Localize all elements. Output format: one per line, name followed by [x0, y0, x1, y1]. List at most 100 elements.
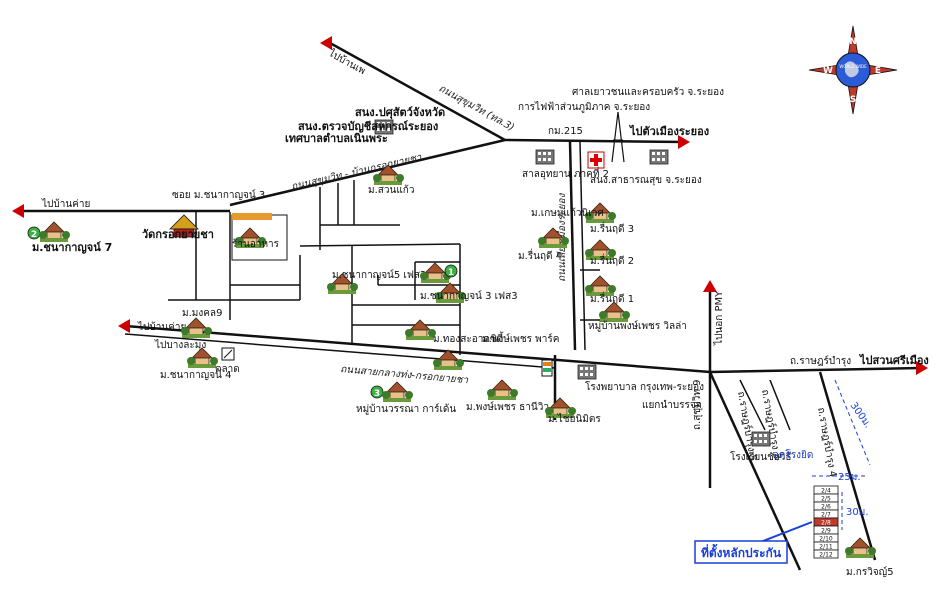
road-label-raksut: ถ.ราษฎร์บำรุง 4 — [815, 406, 839, 478]
lot-label: 2/7 — [821, 512, 831, 519]
place-kanjana5: ม.กรวิจญ์5 — [846, 566, 894, 578]
building-icon — [535, 149, 555, 165]
lot-label: 2/9 — [821, 528, 831, 535]
marker-2: 2 — [27, 226, 41, 240]
place-school: ร้านอาหาร — [232, 238, 280, 250]
arrow-to-bang-rayong — [118, 319, 130, 333]
dim-30m: 30ม. — [846, 507, 869, 518]
svg-text:2: 2 — [31, 230, 37, 240]
temple-icon — [169, 214, 199, 238]
red-cross-icon — [587, 151, 605, 169]
house-icon — [844, 537, 877, 559]
road-rab-diagonal — [708, 371, 802, 571]
marker-1: 1 — [444, 264, 458, 278]
dim-25m: 25ม. — [838, 472, 861, 483]
building-icon — [649, 149, 669, 165]
compass-n-label: N — [849, 37, 857, 47]
place-km215: กม.215 — [548, 126, 583, 137]
arrow-to-ban-phe — [320, 36, 332, 50]
arrow-to-ban-kai — [12, 204, 24, 218]
location-label: ที่ตั้งหลักประกัน — [701, 543, 782, 560]
place-intersection: แยกนำบรรจุก — [642, 400, 702, 411]
lot-grid: 2/42/52/62/72/82/92/102/112/12 — [813, 485, 839, 559]
house-icon — [486, 379, 519, 401]
place-provincial-office: สนง.ปศุสัตว์จังหวัด — [355, 106, 445, 120]
dir-suan-sri: ไปสวนศรีเมือง — [858, 353, 929, 367]
road-to-mueang — [504, 138, 686, 144]
place-school-chaiwithi: โรงเรียนชัยวิธี — [730, 450, 791, 463]
compass-w-label: W — [823, 66, 833, 76]
road-sukhumvit-krok — [229, 138, 506, 207]
house-icon — [38, 221, 71, 243]
place-phongphet-thani: ม.พงษ์เพชร ธานีวิว — [466, 401, 549, 413]
place-wat: วัดกรอกยายชา — [142, 228, 214, 241]
transmission-tower-icon — [611, 111, 625, 163]
seven-eleven-icon — [541, 359, 553, 377]
lot-label: 2/5 — [821, 496, 831, 503]
place-village-muang: หมู่บ้านวรรณา การ์เด้น — [356, 403, 456, 415]
market-icon — [221, 347, 235, 361]
place-hospital: โรงพยาบาล กรุงเทพ-ระยอง — [585, 380, 704, 393]
place-electricity: การไฟฟ้าส่วนภูมิภาค จ.ระยอง — [518, 101, 650, 113]
place-market: ตลาด — [215, 364, 240, 375]
road-sukhumvit-diagonal — [329, 41, 506, 142]
road-label-ramburapa: ถ.ราษฎร์บำรุง — [790, 355, 851, 367]
arrow-to-mueang — [678, 135, 690, 149]
compass-s-label: S — [850, 95, 856, 105]
road-central-vertical — [568, 141, 577, 351]
marker-3: 3 — [370, 385, 384, 399]
lot-label: 2/4 — [821, 488, 831, 495]
lot-label: 2/12 — [819, 552, 833, 559]
house-icon — [186, 347, 219, 369]
place-chanya4: ม.ชนากาญจน์ 4 — [160, 369, 231, 381]
place-chanya3-phase3: ม.ชนากาญจน์ 3 เฟส3 — [420, 290, 518, 302]
place-chanya7: ม.ชนากาญจน์ 7 — [32, 241, 112, 254]
place-tesco: สาลอุทยาน ภาคที่ 2 — [522, 166, 609, 180]
dir-ban-kai: ไปบ้านค่าย — [137, 321, 186, 333]
hospital-building-icon — [577, 364, 597, 380]
arrow-to-suan-sri — [916, 361, 928, 375]
arrow-to-pmy — [703, 280, 717, 292]
place-pik-point: จุดโรงยิด — [773, 448, 813, 461]
house-icon — [404, 319, 437, 341]
place-chai-nimit: ม.ไชยนิมิตร — [548, 413, 601, 425]
dir-pmy: ไปนอก PMY — [713, 290, 725, 346]
road-label-sukhumvit-side: ถ.สุขุมวิท 9 — [692, 379, 703, 430]
place-family-court: ศาลเยาวชนและครอบครัว จ.ระยอง — [572, 87, 724, 98]
house-icon — [598, 301, 631, 323]
place-insurance: สนง.สาธารณสุข จ.ระยอง — [590, 175, 702, 186]
house-icon — [381, 381, 414, 403]
globe-label: WORLD WIDE — [839, 64, 867, 69]
place-ruenpha1: ม.รื่นฤดี 1 — [590, 291, 634, 305]
dir-mueang: ไปตัวเมืองระยอง — [628, 124, 709, 138]
compass-e-label: E — [875, 66, 881, 76]
lot-label: 2/8 — [821, 520, 831, 527]
road-ramburapa — [709, 366, 921, 374]
place-ruenpha3: ม.รื่นฤดี 3 — [590, 221, 634, 235]
place-soi-chanya3: ซอย ม.ชนากาญจน์ 3 — [172, 189, 265, 201]
svg-text:1: 1 — [448, 268, 454, 278]
distance-lines — [812, 379, 871, 530]
dir-bang-rayong: ไปบางละมุง — [154, 339, 206, 351]
subdivision-grid-mid — [299, 180, 461, 355]
place-municipality: เทศบาลตำบลเนินพระ — [285, 132, 388, 145]
place-ruenpha4: ม.รื่นฤดี 4 — [518, 248, 562, 262]
place-chanya5: ม.ชนากาญจน์5 เฟส2 — [332, 269, 426, 281]
location-label-box — [694, 540, 788, 564]
road-sai-klang — [124, 324, 711, 374]
lot-label: 2/11 — [819, 544, 833, 551]
lot-label: 2/6 — [821, 504, 831, 511]
lot-cell — [813, 549, 839, 559]
house-icon — [584, 275, 617, 297]
road-rab4 — [818, 371, 877, 561]
place-ban-suan: ม.สวนแก้ว — [368, 184, 414, 196]
lot-label: 2/10 — [819, 536, 833, 543]
place-tora-tech: ม.ทองสะอาดซิตี้ — [433, 331, 504, 345]
place-kerdkaew: ม.เกษมแก้วนิเวศ — [531, 207, 604, 219]
place-phongphet-park: ม.พงษ์เพชร พาร์ค — [482, 333, 559, 345]
compass-rose: WORLD WIDE N E S W — [808, 25, 898, 115]
dim-300m: 300ม. — [848, 400, 874, 430]
place-villa: หมู่บ้านพงษ์เพชร วิลล่า — [588, 320, 687, 332]
svg-text:3: 3 — [374, 389, 380, 399]
